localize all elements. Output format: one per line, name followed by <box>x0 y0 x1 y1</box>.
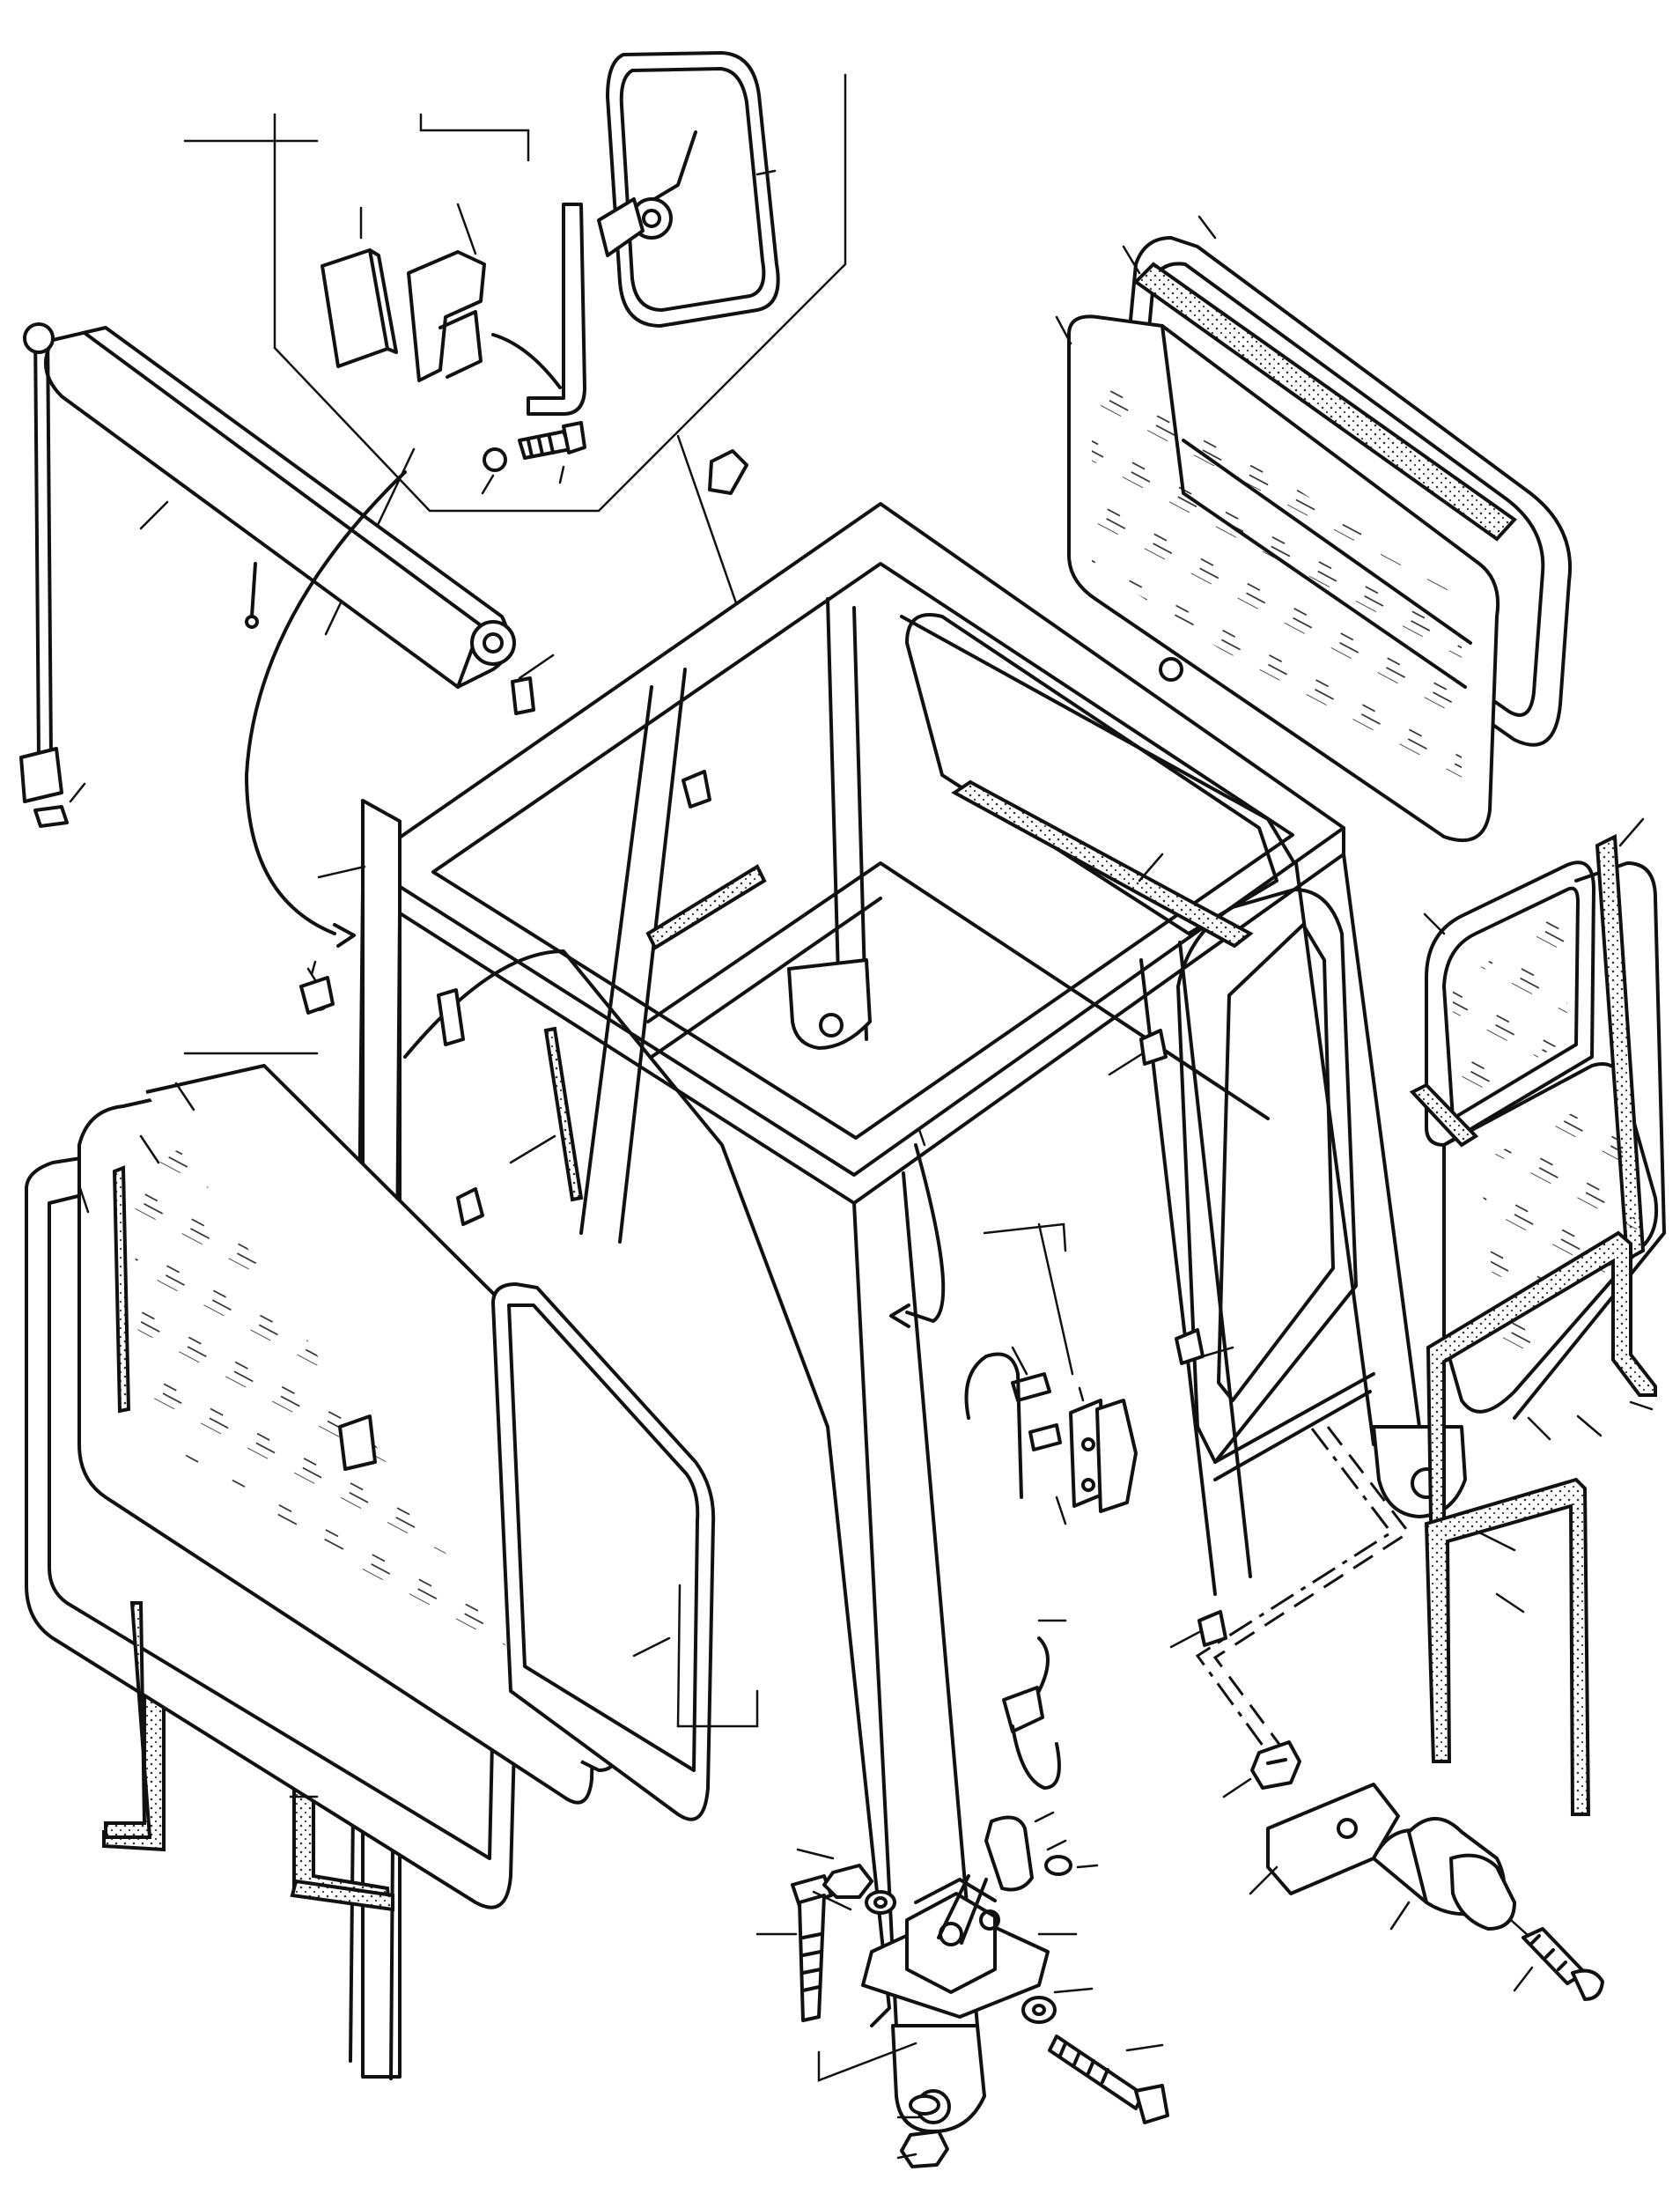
hinge-icon <box>1071 1400 1136 1511</box>
mirror-icon <box>599 53 778 326</box>
wiper-arm <box>21 324 553 946</box>
door-left <box>26 141 757 1908</box>
bolt-icon <box>35 807 67 826</box>
weather-strip <box>1426 1480 1588 1814</box>
window-icon <box>1069 238 1570 840</box>
bolt-icon <box>1013 1374 1050 1400</box>
weather-strip <box>106 1603 393 1909</box>
bolt-icon <box>301 978 333 1013</box>
bolt-icon <box>1030 1425 1060 1450</box>
nut-icon <box>824 1865 947 2167</box>
bolt-icon <box>1523 1929 1603 1999</box>
mount-bracket <box>757 1813 1168 2167</box>
hinge <box>967 1224 1137 1788</box>
wiper-icon <box>21 324 514 801</box>
nut-icon <box>458 1189 483 1224</box>
bracket-icon <box>322 250 484 380</box>
bolt-icon <box>512 678 534 713</box>
door-icon <box>26 1066 713 1908</box>
washer-icon <box>866 1892 1055 2114</box>
rear-window <box>1057 217 1570 840</box>
mount-icon <box>1252 1742 1514 1929</box>
rubber-mount <box>1197 1427 1603 1999</box>
bolt-icon <box>792 1876 1168 2123</box>
washer <box>301 962 483 1224</box>
mount-icon <box>986 1818 1032 1890</box>
mirror-assembly <box>275 53 925 1145</box>
hinge-icon <box>340 1416 375 1469</box>
bolt-icon <box>519 423 585 458</box>
washer-icon <box>484 449 505 470</box>
